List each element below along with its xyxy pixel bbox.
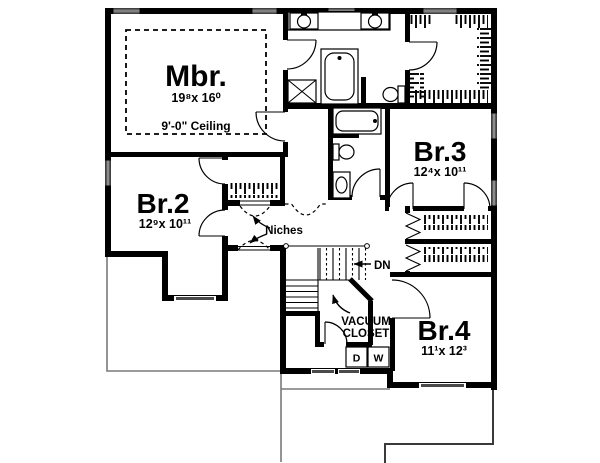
window [419, 383, 466, 388]
br3-name: Br.3 [414, 136, 467, 167]
door-br4-entry [391, 279, 431, 319]
door-br2-closet [198, 157, 226, 185]
mbr-ceiling-label: 9'-0" Ceiling [161, 119, 230, 133]
window [105, 159, 111, 187]
hall-toilet-icon [332, 143, 355, 161]
door-mbr-entry [255, 111, 286, 142]
vacuum-closet-label-line1: VACUUM [341, 316, 391, 328]
mbr-name: Mbr. [165, 60, 227, 93]
vacuum-closet-label-line2: CLOSET [343, 328, 390, 340]
bifold-door-br4-closet [404, 244, 422, 272]
wic-hanging-bottom-icon [414, 89, 488, 103]
windows [105, 8, 497, 388]
br3-dims: 12⁴x 10¹¹ [414, 165, 467, 179]
window [338, 369, 360, 374]
br4-dims: 11¹x 12³ [421, 344, 467, 358]
window [174, 296, 216, 301]
br4-name: Br.4 [418, 315, 471, 346]
master-toilet-icon [382, 85, 406, 104]
bath-fixtures [287, 11, 406, 368]
window [491, 112, 497, 140]
door-br3-entry [386, 182, 414, 210]
window [311, 369, 335, 374]
niche-arch-upper [239, 205, 271, 217]
dryer-box [345, 346, 368, 368]
door-vacuum-closet [324, 321, 348, 345]
wic-hanging-right-icon [477, 27, 491, 91]
doors [198, 39, 491, 345]
dn-label: DN [374, 260, 391, 272]
window [251, 8, 278, 14]
hall-arch [285, 203, 328, 216]
hall-bathtub-icon [332, 107, 382, 135]
master-bathtub-icon [320, 48, 359, 105]
dryer-label: D [353, 353, 361, 365]
niches-pointer-lower [249, 233, 268, 244]
room-labels: Mbr. 19⁸x 16⁰ 9'-0" Ceiling Br.2 12⁹x 10… [137, 60, 471, 358]
niches-label: Niches [265, 225, 303, 237]
br2-closet-hanging-icon [230, 183, 280, 198]
vacuum-closet-pointer [332, 294, 351, 314]
master-vanity [287, 11, 391, 31]
br4-closet-hanging-icon [424, 247, 488, 262]
window [491, 179, 497, 207]
closet-hanging-rods [230, 14, 491, 262]
window [112, 8, 141, 14]
door-br2-entry [198, 209, 226, 237]
washer-label: W [374, 353, 384, 365]
door-walkin-closet [408, 41, 438, 71]
lower-level-outline [106, 257, 494, 463]
bifold-door-br3-closet [404, 212, 422, 240]
br2-dims: 12⁹x 10¹¹ [139, 217, 192, 231]
washer-box [367, 346, 390, 368]
sink-icon [367, 14, 383, 29]
shower-x-box-icon [287, 79, 317, 104]
niche-arch-lower [237, 239, 271, 251]
mbr-ceiling-outline [125, 29, 267, 135]
annotation-labels: Niches DN VACUUM CLOSET D W [265, 225, 391, 365]
sink-icon [296, 14, 312, 29]
door-br3-closet [463, 182, 491, 210]
wall-segments [105, 8, 497, 390]
door-hall-bath [351, 168, 381, 198]
wic-hanging-top-left-icon [410, 14, 432, 28]
br2-name: Br.2 [137, 188, 190, 219]
mbr-dims: 19⁸x 16⁰ [171, 91, 221, 105]
hall-vanity-icon [332, 171, 351, 199]
window [422, 8, 458, 14]
staircase [283, 243, 371, 311]
niche-symbols [237, 200, 328, 251]
br3-closet-hanging-icon [424, 215, 488, 230]
niches-pointer-upper [252, 215, 271, 229]
door-mbr-to-bath [286, 39, 317, 70]
wic-hanging-top-right-icon [455, 14, 488, 28]
